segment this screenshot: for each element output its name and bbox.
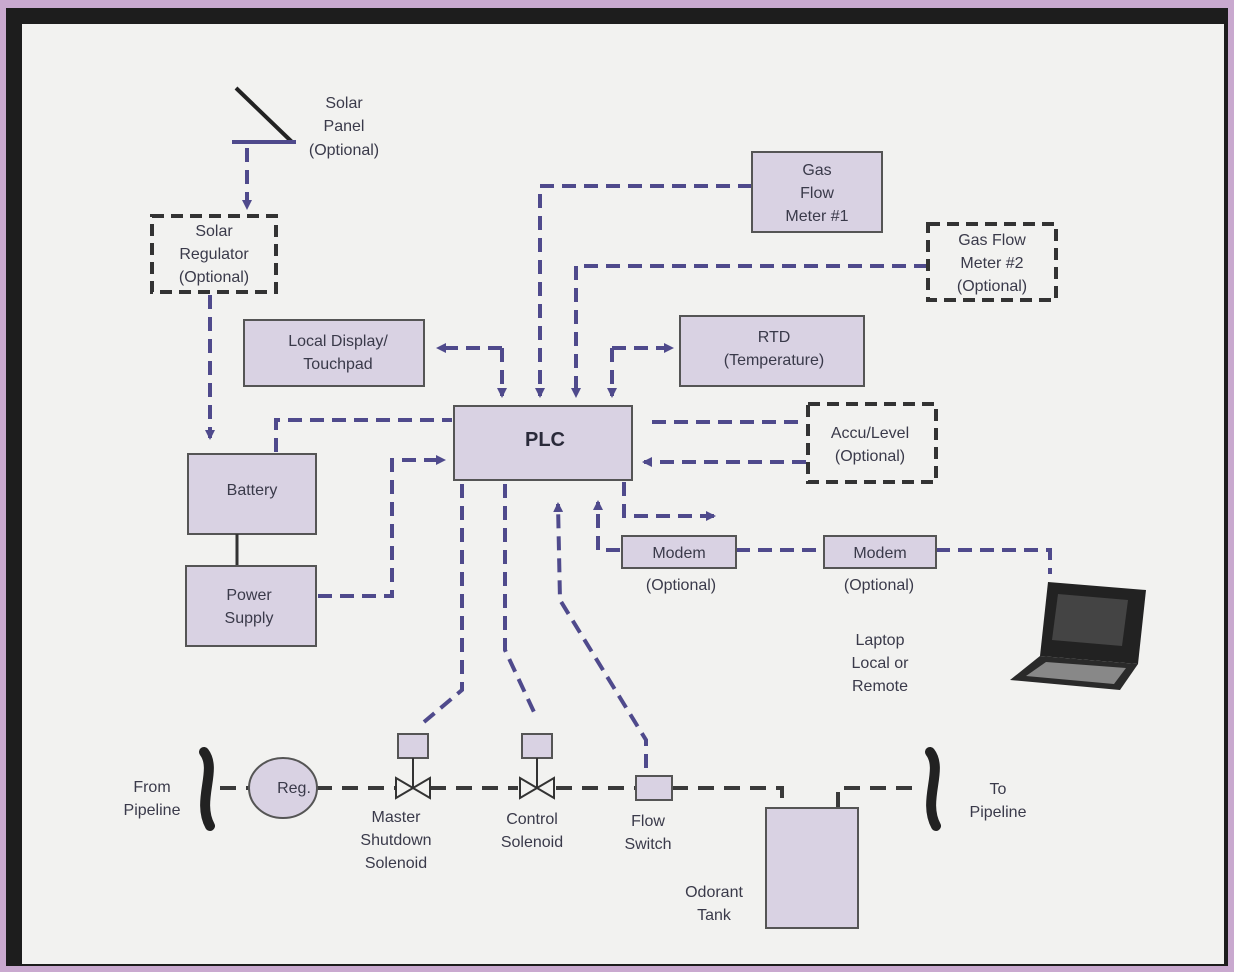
master-shutdown-label-3: Solenoid	[365, 855, 427, 872]
pipeline-segment	[672, 786, 784, 808]
plc-output-arrow	[622, 482, 716, 521]
power-supply-to-plc-arrow	[318, 455, 446, 598]
modem-1-optional-label: (Optional)	[646, 577, 716, 594]
solar-panel-label-2: Panel	[324, 118, 365, 135]
accu-level-label-1: Accu/Level	[831, 425, 909, 442]
power-supply-label-2: Supply	[225, 610, 274, 627]
master-shutdown-label-1: Master	[372, 809, 422, 826]
rtd-label-2: (Temperature)	[724, 352, 824, 369]
plc-box	[453, 405, 633, 481]
gas-flow-meter-1-label-3: Meter #1	[785, 208, 848, 225]
laptop-icon	[1010, 582, 1146, 690]
plc-to-control-solenoid-line	[503, 484, 536, 713]
from-pipeline-label-2: Pipeline	[124, 802, 181, 819]
gas-flow-meter-2-label-3: (Optional)	[957, 278, 1027, 295]
battery-label: Battery	[227, 482, 278, 499]
modem-1-box	[621, 535, 737, 569]
control-solenoid-label-2: Solenoid	[501, 834, 563, 851]
flow-switch-box	[635, 775, 673, 801]
to-pipeline-break-icon	[925, 747, 941, 831]
regulator-circle	[248, 757, 318, 819]
modem-to-plc-arrow	[593, 500, 620, 552]
pipeline-segment	[836, 786, 912, 808]
accu-level-box	[806, 402, 938, 484]
gas-flow-meter-2-label-2: Meter #2	[960, 255, 1023, 272]
modem-1-label: Modem	[652, 545, 705, 562]
odorant-tank-label-2: Tank	[697, 907, 732, 924]
modem-2-label: Modem	[853, 545, 906, 562]
solar-panel-label-1: Solar	[325, 95, 363, 112]
control-solenoid-valve-icon	[519, 733, 555, 800]
power-supply-label-1: Power	[226, 587, 272, 604]
odorant-tank	[765, 807, 859, 929]
master-shutdown-label-2: Shutdown	[360, 832, 431, 849]
solar-panel-label-3: (Optional)	[309, 142, 379, 159]
solar-panel-icon	[232, 86, 296, 144]
flow-switch-label-1: Flow	[631, 813, 665, 830]
to-pipeline-label-1: To	[990, 781, 1007, 798]
battery-to-plc-line	[274, 418, 452, 452]
from-pipeline-break-icon	[199, 747, 215, 831]
gas-flow-meter-2-label-1: Gas Flow	[958, 232, 1026, 249]
regulator-label: Reg.	[277, 780, 311, 797]
local-display-label-2: Touchpad	[303, 356, 372, 373]
gas-flow-meter-1-label-2: Flow	[800, 185, 834, 202]
rtd-box	[679, 315, 865, 387]
pipeline	[220, 786, 912, 808]
gas-flow-meter-1-label-1: Gas	[802, 162, 831, 179]
modem-2-box	[823, 535, 937, 569]
solar-regulator-box	[150, 214, 278, 294]
odorant-tank-label-1: Odorant	[685, 884, 743, 901]
flow-switch-to-plc-arrow	[553, 502, 648, 768]
power-supply-box	[185, 565, 317, 647]
accu-level-label-2: (Optional)	[835, 448, 905, 465]
from-pipeline-label-1: From	[133, 779, 170, 796]
laptop-label-1: Laptop	[856, 632, 905, 649]
gas-flow-meter-2-box	[926, 222, 1058, 302]
laptop-label-2: Local or	[852, 655, 910, 672]
modem-2-optional-label: (Optional)	[844, 577, 914, 594]
battery-box	[187, 453, 317, 535]
local-display-box	[243, 319, 425, 387]
modem-to-laptop-line	[936, 548, 1052, 574]
flow-switch-label-2: Switch	[624, 836, 671, 853]
master-shutdown-valve-icon	[395, 733, 431, 800]
laptop-label-3: Remote	[852, 678, 908, 695]
solar-regulator-label-2: Regulator	[179, 246, 249, 263]
gas-flow-meter-2-to-plc-arrow	[571, 264, 928, 398]
gas-flow-meter-1-box	[751, 151, 883, 233]
control-solenoid-label-1: Control	[506, 811, 558, 828]
solar-regulator-label-3: (Optional)	[179, 269, 249, 286]
local-display-label-1: Local Display/	[288, 333, 388, 350]
to-pipeline-label-2: Pipeline	[970, 804, 1027, 821]
connection-lines	[205, 148, 1052, 768]
gas-flow-meter-1-to-plc-arrow	[535, 184, 752, 398]
plc-label: PLC	[525, 429, 565, 451]
solar-regulator-label-1: Solar	[195, 223, 233, 240]
plc-to-master-shutdown-line	[422, 484, 464, 724]
rtd-label-1: RTD	[758, 329, 791, 346]
